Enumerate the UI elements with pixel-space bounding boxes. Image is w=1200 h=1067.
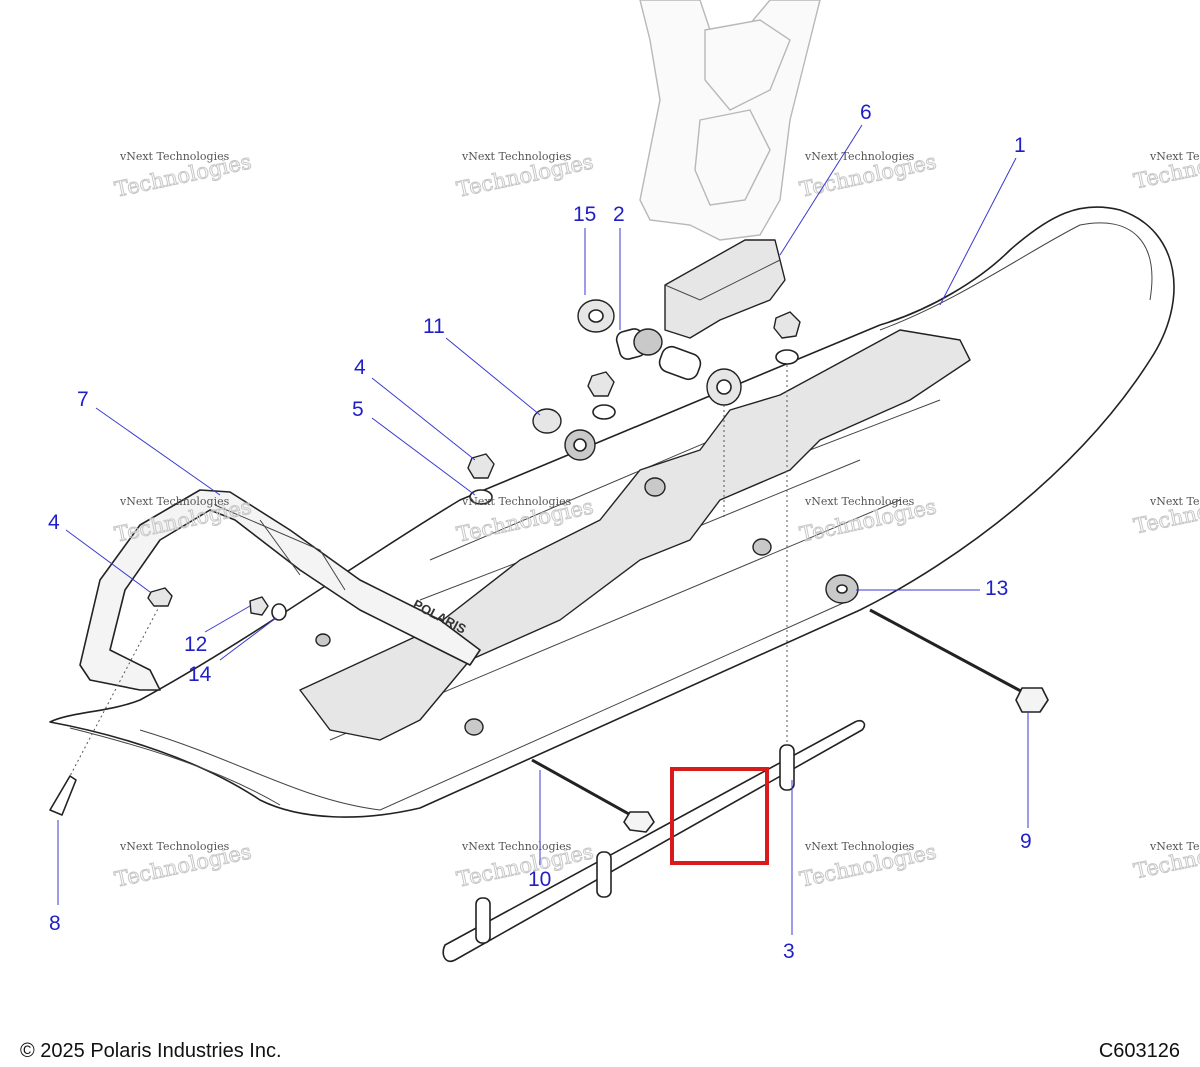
- hardware-stack: [49, 299, 801, 816]
- watermark-text: vNext Technologies: [119, 495, 230, 508]
- bolt-9: [869, 608, 1049, 713]
- callout-15: 15: [573, 203, 596, 226]
- watermark-text: vNext Technologies: [804, 495, 915, 508]
- callout-4-left: 4: [48, 511, 60, 534]
- watermark-big: Technologies: [1132, 831, 1200, 883]
- copyright-text: © 2025 Polaris Industries Inc.: [20, 1040, 282, 1062]
- callout-14: 14: [188, 663, 212, 686]
- watermark-text: vNext Technologies: [461, 150, 572, 163]
- watermark-text: vNext Technologies: [804, 150, 915, 163]
- callout-12: 12: [184, 633, 207, 656]
- callout-11: 11: [423, 315, 445, 338]
- washer-13: [825, 574, 859, 604]
- callout-3: 3: [783, 940, 795, 963]
- highlight-box: [670, 767, 769, 865]
- watermark-text: vNext Technologies: [1149, 495, 1200, 508]
- drawing-id: C603126: [1098, 1040, 1180, 1062]
- watermark-text: vNext Technologies: [1149, 840, 1200, 853]
- callout-6: 6: [860, 101, 872, 124]
- watermark-big: Technologies: [1132, 486, 1200, 538]
- callout-10: 10: [528, 868, 551, 891]
- bolt-10: [531, 758, 655, 833]
- watermark-big: Technologies: [1132, 141, 1200, 193]
- leader-lines: [57, 124, 1029, 935]
- watermark-text: vNext Technologies: [461, 840, 572, 853]
- watermark-text: vNext Technologies: [1149, 150, 1200, 163]
- callout-13: 13: [985, 577, 1008, 600]
- spindle: [639, 0, 821, 241]
- watermark-text: vNext Technologies: [461, 495, 572, 508]
- callout-1: 1: [1014, 134, 1026, 157]
- bumper-6: [664, 239, 786, 339]
- wear-rod: [442, 719, 866, 963]
- callout-7: 7: [77, 388, 89, 411]
- watermark-text: vNext Technologies: [119, 150, 230, 163]
- callout-8: 8: [49, 912, 61, 935]
- callout-5: 5: [352, 398, 364, 421]
- callout-2: 2: [613, 203, 625, 226]
- callouts: 1 2 3 4 4 5 6 7 8 9 10 11 12 13 14 15: [48, 101, 1032, 963]
- watermark-text: vNext Technologies: [804, 840, 915, 853]
- ski-keel: [299, 329, 971, 741]
- callout-4-upper: 4: [354, 356, 366, 379]
- watermark-text: vNext Technologies: [119, 840, 230, 853]
- assembly-lines: [69, 365, 788, 777]
- callout-9: 9: [1020, 830, 1032, 853]
